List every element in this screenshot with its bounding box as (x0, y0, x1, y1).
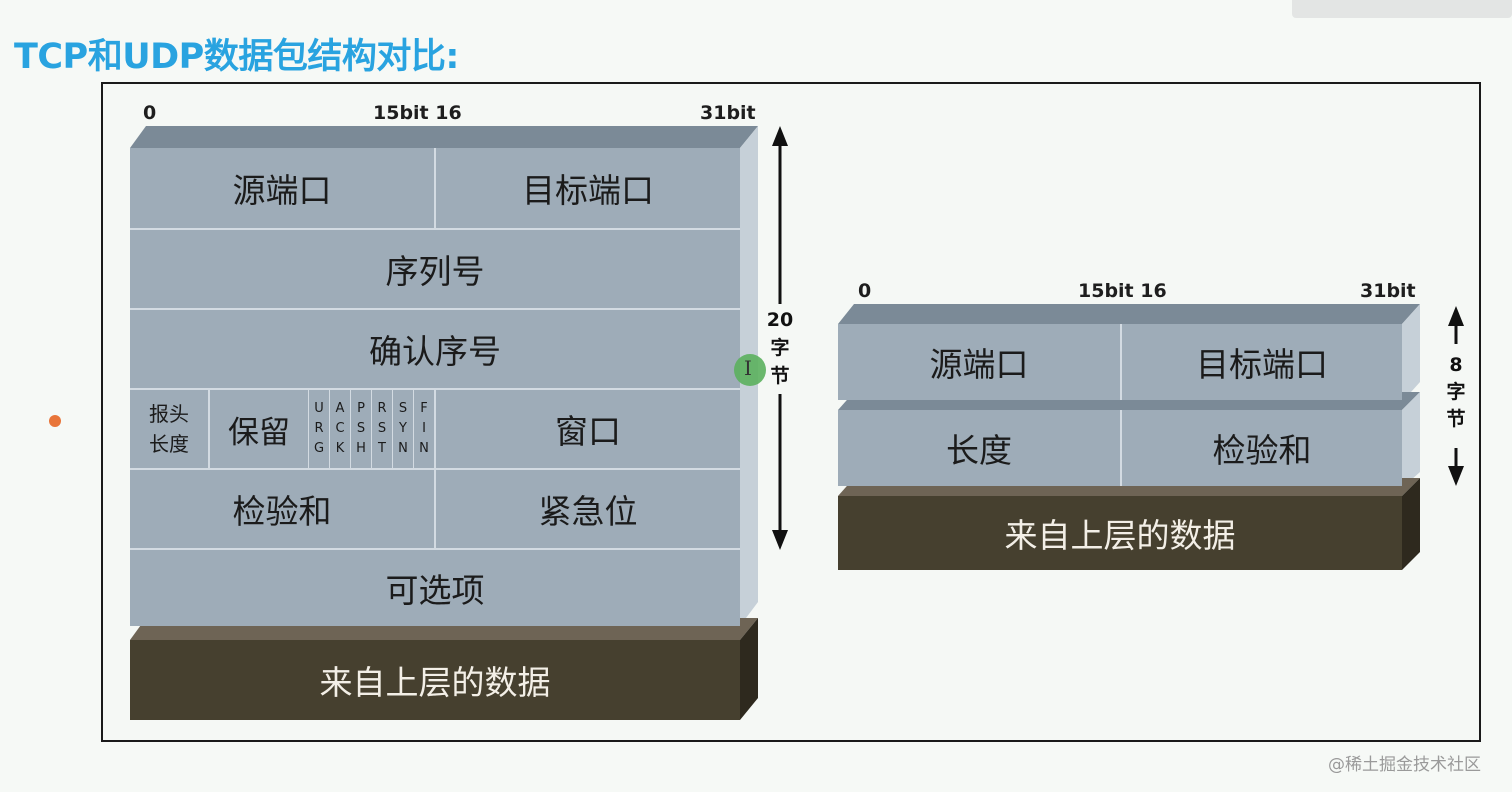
tcp-acknowledgment-number: 确认序号 (130, 308, 740, 388)
tcp-size-arrow (772, 126, 788, 550)
slide-title: TCP和UDP数据包结构对比: (14, 37, 459, 77)
udp-size-label: 8 字 节 (1446, 354, 1466, 430)
udp-bit-0: 0 (858, 280, 872, 302)
tcp-urgent-pointer: 紧急位 (434, 468, 740, 548)
top-toolbar-fragment (1292, 0, 1512, 18)
tcp-destination-port: 目标端口 (434, 148, 740, 228)
udp-length: 长度 (838, 410, 1120, 486)
udp-size-arrow (1448, 306, 1464, 486)
tcp-options: 可选项 (130, 548, 740, 626)
udp-destination-port: 目标端口 (1120, 324, 1402, 400)
bullet-dot (49, 415, 61, 427)
udp-source-port: 源端口 (838, 324, 1120, 400)
cursor-indicator (734, 354, 766, 386)
tcp-header-length: 报头 长度 (130, 388, 208, 468)
udp-checksum: 检验和 (1120, 410, 1402, 486)
tcp-bit-15-16: 15bit 16 (373, 102, 462, 124)
tcp-bit-31: 31bit (700, 102, 756, 124)
udp-bit-31: 31bit (1360, 280, 1416, 302)
udp-upper-layer-data: 来自上层的数据 (838, 496, 1402, 570)
tcp-bit-0: 0 (143, 102, 157, 124)
tcp-reserved: 保留 (208, 388, 308, 468)
tcp-header-length-line2: 长度 (149, 432, 189, 456)
tcp-source-port: 源端口 (130, 148, 434, 228)
udp-bit-15-16: 15bit 16 (1078, 280, 1167, 302)
tcp-checksum: 检验和 (130, 468, 434, 548)
tcp-size-label: 20 字 节 (766, 309, 794, 387)
watermark: @稀土掘金技术社区 (1328, 755, 1481, 775)
tcp-sequence-number: 序列号 (130, 228, 740, 308)
tcp-upper-layer-data: 来自上层的数据 (130, 640, 740, 720)
tcp-window: 窗口 (434, 388, 740, 468)
text-cursor-icon: I (744, 356, 752, 380)
tcp-header-length-line1: 报头 (149, 402, 189, 426)
